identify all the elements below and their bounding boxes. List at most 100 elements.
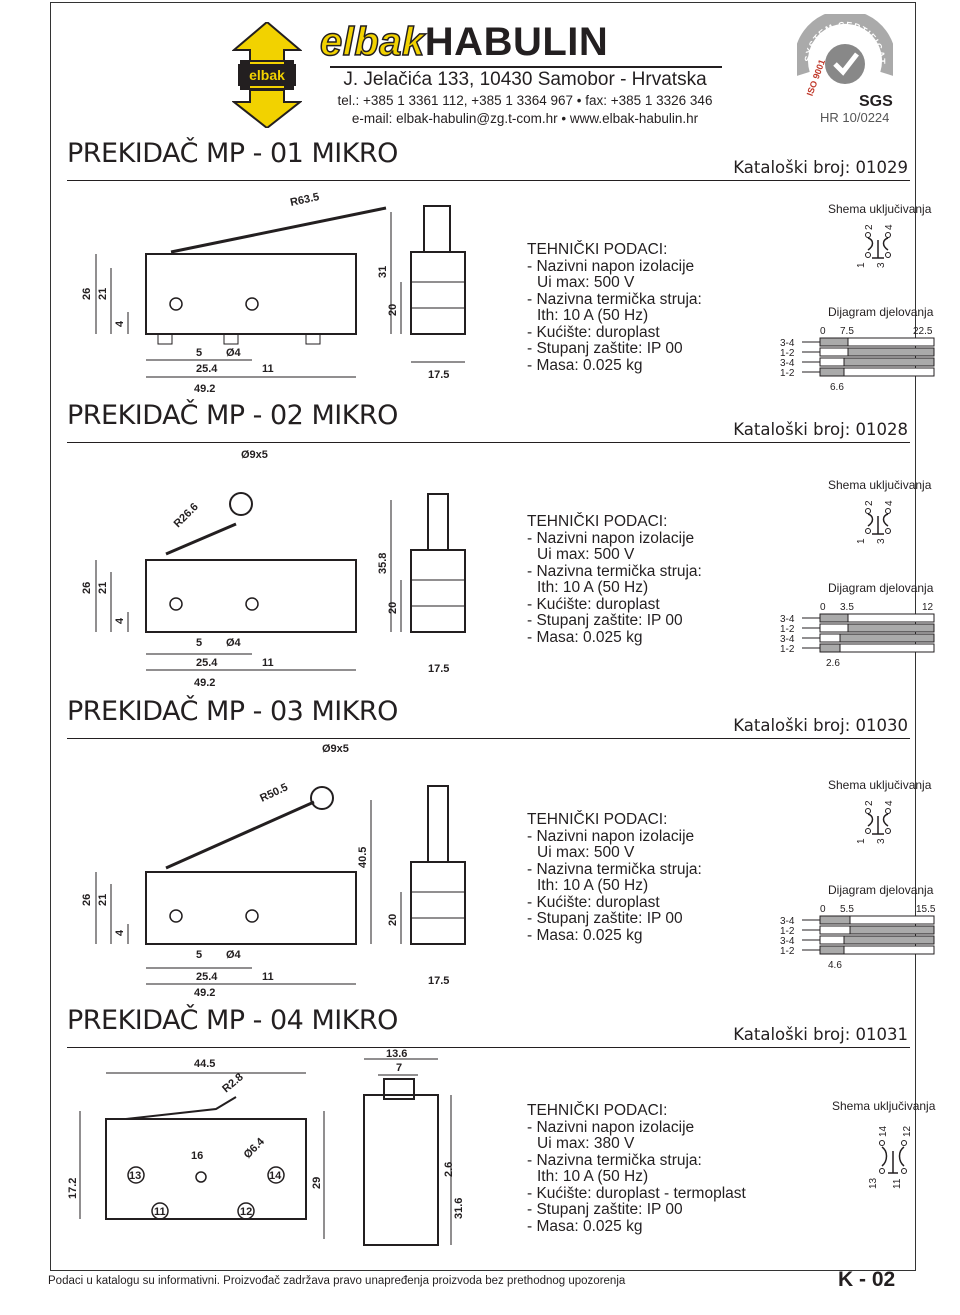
contact-symbol: 13 14 11 12 <box>868 1125 913 1189</box>
schema-label: Shema uključivanja <box>828 202 932 216</box>
dim-roller: Ø9x5 <box>322 743 349 755</box>
schema-label: Shema uključivanja <box>828 478 932 492</box>
technical-drawing: R63.5 26 21 4 5 Ø4 25.4 11 49.2 31 20 17… <box>66 182 486 400</box>
cert-number: HR 10/0224 <box>820 110 890 125</box>
row-label: 3-4 <box>780 634 795 645</box>
dim-29: 29 <box>311 1177 323 1189</box>
dim-21: 21 <box>97 288 109 300</box>
operating-diagram: 0 7.5 22.5 3-4 1-2 3-4 1-2 6.6 <box>780 326 935 393</box>
section-title: PREKIDAČ MP - 01 MIKRO <box>67 138 398 169</box>
contact-3: 3 <box>876 838 887 844</box>
dim-44-5: 44.5 <box>194 1058 215 1070</box>
section-divider <box>67 1047 910 1048</box>
dim-26: 26 <box>81 582 93 594</box>
contact-1: 1 <box>856 538 867 544</box>
terminal-13: 13 <box>129 1170 141 1182</box>
dim-roller: Ø9x5 <box>241 449 268 461</box>
brand-habulin: HABULIN <box>424 20 609 64</box>
spec-line: - Masa: 0.025 kg <box>527 926 643 944</box>
spec-line: - Nazivni napon izolacije <box>527 529 695 547</box>
spec-line: - Kućište: duroplast <box>527 595 660 613</box>
section-mp01: PREKIDAČ MP - 01 MIKRO Kataloški broj: 0… <box>50 138 935 400</box>
operating-diagram: 0 5.5 15.5 3-4 1-2 3-4 1-2 4.6 <box>780 904 936 971</box>
section-divider <box>67 738 910 739</box>
section-title: PREKIDAČ MP - 04 MIKRO <box>67 1005 398 1036</box>
dim-11: 11 <box>262 657 274 669</box>
dim-7: 7 <box>396 1062 402 1074</box>
spec-line: Ith: 10 A (50 Hz) <box>537 579 649 596</box>
dim-17-5: 17.5 <box>428 369 449 381</box>
diagram-label: Dijagram djelovanja <box>828 305 934 319</box>
contact-symbol: 1 2 3 4 <box>856 500 895 544</box>
spec-line: Ith: 10 A (50 Hz) <box>537 307 649 324</box>
scale-start: 0 <box>820 904 826 915</box>
spec-line: - Nazivni napon izolacije <box>527 257 695 275</box>
spec-line: - Stupanj zaštite: IP 00 <box>527 1201 683 1218</box>
scale-end: 22.5 <box>913 326 933 337</box>
row-label: 1-2 <box>780 926 795 937</box>
contact-2: 2 <box>864 500 875 506</box>
terminal-11: 11 <box>154 1206 166 1218</box>
spec-heading: TEHNIČKI PODACI: <box>527 811 668 828</box>
dim-5: 5 <box>196 637 202 649</box>
dim-17-2: 17.2 <box>67 1178 79 1199</box>
contact-4: 4 <box>884 500 895 506</box>
address: J. Jelačića 133, 10430 Samobor - Hrvatsk… <box>343 69 707 90</box>
contact[interactable]: e-mail: elbak-habulin@zg.t-com.hr • www.… <box>351 111 699 126</box>
row-label: 3-4 <box>780 614 795 625</box>
contact-1: 1 <box>856 838 867 844</box>
contact-2: 2 <box>864 224 875 230</box>
dim-height: 35.8 <box>377 553 389 574</box>
dim-4: 4 <box>114 320 126 327</box>
spec-line: - Stupanj zaštite: IP 00 <box>527 340 683 357</box>
dim-2-6: 2.6 <box>443 1162 455 1177</box>
dim-25-4: 25.4 <box>196 657 218 669</box>
dim-height: 40.5 <box>357 847 369 868</box>
spec-line: - Stupanj zaštite: IP 00 <box>527 910 683 927</box>
spec-line: - Masa: 0.025 kg <box>527 356 643 374</box>
contact-symbol: 1 2 3 4 <box>856 224 895 268</box>
spec-line: - Masa: 0.025 kg <box>527 1217 643 1235</box>
section-mp04: PREKIDAČ MP - 04 MIKRO Kataloški broj: 0… <box>50 1005 935 1267</box>
dim-26: 26 <box>81 288 93 300</box>
row-label: 3-4 <box>780 936 795 947</box>
row-label: 1-2 <box>780 624 795 635</box>
release-value: 6.6 <box>830 382 844 393</box>
operating-diagram: 0 3.5 12 3-4 1-2 3-4 1-2 2.6 <box>780 602 935 669</box>
spec-line: Ui max: 380 V <box>537 1135 635 1152</box>
dim-20: 20 <box>387 914 399 926</box>
schema-label: Shema uključivanja <box>828 778 932 792</box>
elbak-logo: elbak <box>232 22 302 128</box>
spec-line: - Kućište: duroplast - termoplast <box>527 1184 746 1202</box>
technical-specs: TEHNIČKI PODACI: - Nazivni napon izolaci… <box>527 241 702 374</box>
dim-20: 20 <box>387 602 399 614</box>
spec-line: Ith: 10 A (50 Hz) <box>537 877 649 894</box>
dim-4: 4 <box>114 617 126 624</box>
technical-specs: TEHNIČKI PODACI: - Nazivni napon izolaci… <box>527 513 702 646</box>
contact-3: 3 <box>876 538 887 544</box>
dim-height: 31 <box>377 266 389 278</box>
page-number: K - 02 <box>838 1268 896 1291</box>
dim-11: 11 <box>262 363 274 375</box>
dim-49-2: 49.2 <box>194 987 215 998</box>
spec-line: Ui max: 500 V <box>537 274 635 291</box>
row-label: 1-2 <box>780 644 795 655</box>
section-title: PREKIDAČ MP - 03 MIKRO <box>67 696 398 727</box>
contact-1: 1 <box>856 262 867 268</box>
spec-line: - Kućište: duroplast <box>527 893 660 911</box>
dim-20: 20 <box>387 304 399 316</box>
dim-21: 21 <box>97 582 109 594</box>
scale-mid: 7.5 <box>840 326 854 337</box>
row-label: 1-2 <box>780 946 795 957</box>
dim-radius: R63.5 <box>289 191 320 209</box>
spec-line: - Nazivna termička struja: <box>527 290 702 308</box>
dim-hole: Ø4 <box>226 949 242 961</box>
dim-hole: Ø4 <box>226 637 242 649</box>
contact-2: 2 <box>864 800 875 806</box>
row-label: 3-4 <box>780 358 795 369</box>
catalog-number: Kataloški broj: 01030 <box>733 716 908 735</box>
spec-heading: TEHNIČKI PODACI: <box>527 513 668 530</box>
section-divider <box>67 180 910 181</box>
dim-31-6: 31.6 <box>453 1198 465 1219</box>
phones: tel.: +385 1 3361 112, +385 1 3364 967 •… <box>337 93 713 108</box>
